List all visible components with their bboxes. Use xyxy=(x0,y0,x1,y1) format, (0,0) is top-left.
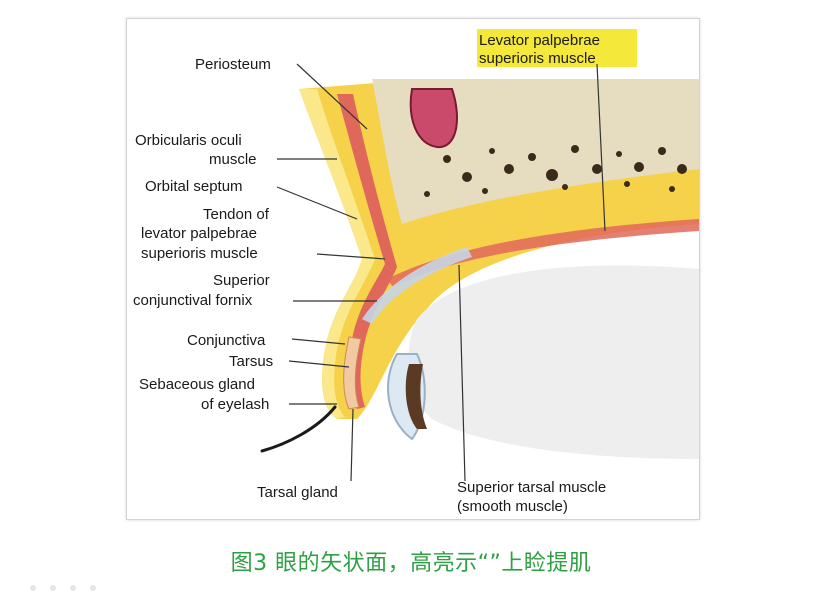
levator-tendon xyxy=(362,247,472,324)
label-tarsal-gland: Tarsal gland xyxy=(257,484,338,501)
label-superior-tarsal-line1: Superior tarsal muscle xyxy=(457,479,606,496)
label-superior-tarsal-line2: (smooth muscle) xyxy=(457,498,568,515)
leader-lines xyxy=(276,63,606,482)
label-orbicularis-line2: muscle xyxy=(209,151,257,168)
eyelash xyxy=(260,405,337,453)
bone-speckles xyxy=(424,145,687,197)
dot-icon xyxy=(70,585,76,591)
dot-icon xyxy=(50,585,56,591)
label-conjunctiva: Conjunctiva xyxy=(187,332,266,349)
levator-muscle-band xyxy=(387,219,699,287)
frontal-sinus xyxy=(409,88,458,149)
label-tendon-line3: superioris muscle xyxy=(141,245,258,262)
label-levator-line2: superioris muscle xyxy=(479,50,596,67)
eyelid-sagittal-diagram: Levator palpebrae superioris muscle Peri… xyxy=(133,29,699,515)
label-fornix-line2: conjunctival fornix xyxy=(133,292,253,309)
label-sebaceous-line2: of eyelash xyxy=(201,396,269,413)
label-tendon-line1: Tendon of xyxy=(203,206,270,223)
eyeball xyxy=(408,265,699,459)
label-orbicularis-line1: Orbicularis oculi xyxy=(135,132,242,149)
anatomy-figure: Levator palpebrae superioris muscle Peri… xyxy=(126,18,700,520)
label-sebaceous-line1: Sebaceous gland xyxy=(139,376,255,393)
label-tendon-line2: levator palpebrae xyxy=(141,225,257,242)
dot-icon xyxy=(30,585,36,591)
figure-caption: 图3 眼的矢状面，高亮示“”上睑提肌 xyxy=(230,551,592,576)
label-tarsus: Tarsus xyxy=(229,353,273,370)
label-levator-line1: Levator palpebrae xyxy=(479,32,600,49)
decorative-dots xyxy=(30,578,150,591)
label-orbital-septum: Orbital septum xyxy=(145,178,243,195)
tarsal-plate xyxy=(343,336,362,410)
label-fornix-line1: Superior xyxy=(213,272,270,289)
skin-layer xyxy=(299,89,375,419)
orbicularis-muscle-band xyxy=(337,94,397,409)
levator-label-highlight xyxy=(477,29,637,67)
dot-icon xyxy=(90,585,96,591)
label-periosteum: Periosteum xyxy=(195,56,271,73)
iris xyxy=(405,364,427,429)
